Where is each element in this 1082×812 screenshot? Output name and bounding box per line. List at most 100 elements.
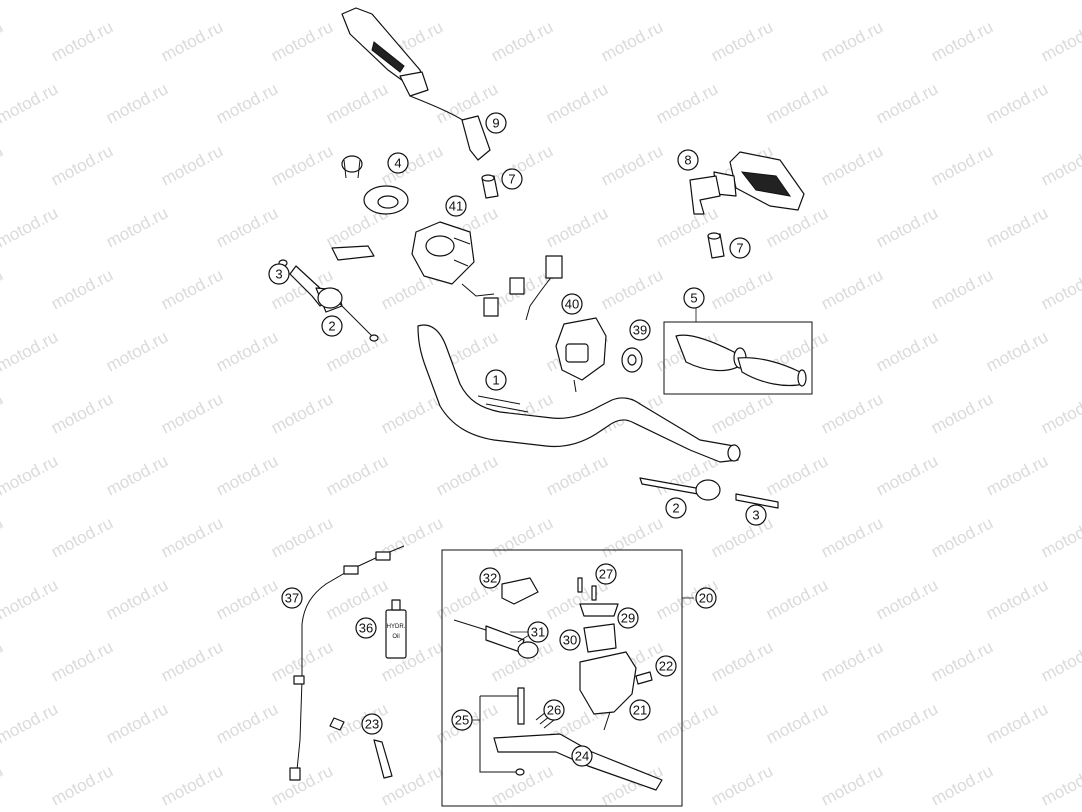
watermark-text: motod.ru xyxy=(983,327,1051,375)
watermark-text: motod.ru xyxy=(158,141,226,189)
callout-c20: 20 xyxy=(695,587,717,609)
watermark-text: motod.ru xyxy=(598,141,666,189)
watermark-text: motod.ru xyxy=(323,451,391,499)
watermark-text: motod.ru xyxy=(818,17,886,65)
callout-circle xyxy=(617,607,639,629)
watermark-text: motod.ru xyxy=(213,79,281,127)
callout-number: 41 xyxy=(449,199,463,214)
callout-circle xyxy=(321,315,343,337)
watermark-text: motod.ru xyxy=(1038,141,1082,189)
callout-circle xyxy=(561,293,583,315)
watermark-text: motod.ru xyxy=(873,575,941,623)
fitting-23 xyxy=(329,717,393,779)
bottle-label-1: HYDR. xyxy=(387,624,406,630)
watermark-text: motod.ru xyxy=(1038,265,1082,313)
watermark-text: motod.ru xyxy=(818,141,886,189)
watermark-text: motod.ru xyxy=(48,513,116,561)
watermark-text: motod.ru xyxy=(873,203,941,251)
callout-c21: 21 xyxy=(629,699,651,721)
callout-number: 7 xyxy=(508,172,515,187)
watermark-text: motod.ru xyxy=(1038,513,1082,561)
watermark-text: motod.ru xyxy=(433,0,501,4)
watermark-text: motod.ru xyxy=(0,637,6,685)
watermark-text: motod.ru xyxy=(818,637,886,685)
callout-c24: 24 xyxy=(571,745,593,767)
watermark-text: motod.ru xyxy=(763,0,831,4)
callout-number: 8 xyxy=(684,153,691,168)
callout-c8: 8 xyxy=(677,149,699,171)
watermark-text: motod.ru xyxy=(268,141,336,189)
callout-number: 5 xyxy=(690,291,697,306)
callout-number: 1 xyxy=(492,373,499,388)
callout-number: 27 xyxy=(599,567,613,582)
watermark-text: motod.ru xyxy=(708,513,776,561)
watermark-text: motod.ru xyxy=(708,637,776,685)
watermark-text: motod.ru xyxy=(323,79,391,127)
callout-number: 30 xyxy=(563,633,577,648)
watermark-text: motod.ru xyxy=(0,513,6,561)
callout-circle xyxy=(527,621,549,643)
callout-circle xyxy=(268,263,290,285)
watermark-text: motod.ru xyxy=(0,575,61,623)
callout-c41: 41 xyxy=(445,195,467,217)
watermark-text: motod.ru xyxy=(983,575,1051,623)
callout-circle xyxy=(677,149,699,171)
callout-c3a: 3 xyxy=(268,263,290,285)
callout-c32: 32 xyxy=(479,567,501,589)
watermark-text: motod.ru xyxy=(928,761,996,809)
watermark-text: motod.ru xyxy=(48,637,116,685)
watermark-text: motod.ru xyxy=(983,699,1051,747)
watermark-text: motod.ru xyxy=(103,327,171,375)
master-cylinder-kit-20 xyxy=(441,549,683,807)
callout-c30: 30 xyxy=(559,629,581,651)
callout-circle xyxy=(559,629,581,651)
watermark-text: motod.ru xyxy=(48,141,116,189)
callout-circle xyxy=(665,497,687,519)
watermark-text: motod.ru xyxy=(158,389,226,437)
watermark-text: motod.ru xyxy=(818,761,886,809)
watermark-text: motod.ru xyxy=(873,327,941,375)
watermark-text: motod.ru xyxy=(818,265,886,313)
watermark-text: motod.ru xyxy=(543,79,611,127)
callout-c9: 9 xyxy=(485,112,507,134)
watermark-text: motod.ru xyxy=(708,761,776,809)
callout-number: 22 xyxy=(659,659,673,674)
callout-number: 4 xyxy=(394,156,401,171)
callout-circle xyxy=(543,699,565,721)
callout-circle xyxy=(629,699,651,721)
watermark-text: motod.ru xyxy=(0,761,6,809)
callout-number: 3 xyxy=(275,267,282,282)
mirror-cap-7b xyxy=(707,232,725,259)
watermark-text: motod.ru xyxy=(158,265,226,313)
watermark-text: motod.ru xyxy=(48,17,116,65)
watermark-text: motod.ru xyxy=(0,451,61,499)
watermark-text: motod.ru xyxy=(598,17,666,65)
callout-number: 24 xyxy=(575,749,589,764)
watermark-text: motod.ru xyxy=(103,0,171,4)
watermark-text: motod.ru xyxy=(928,265,996,313)
callout-c23: 23 xyxy=(361,713,383,735)
throttle-ring-4 xyxy=(341,155,409,215)
watermark-text: motod.ru xyxy=(268,513,336,561)
watermark-text: motod.ru xyxy=(598,513,666,561)
watermark-text: motod.ru xyxy=(983,203,1051,251)
watermark-text: motod.ru xyxy=(213,575,281,623)
watermark-text: motod.ru xyxy=(488,513,556,561)
watermark-text: motod.ru xyxy=(983,0,1051,4)
mirror-cap-7a xyxy=(481,174,499,199)
watermark-text: motod.ru xyxy=(213,203,281,251)
callout-number: 25 xyxy=(455,713,469,728)
callout-number: 32 xyxy=(483,571,497,586)
watermark-text: motod.ru xyxy=(0,141,6,189)
watermark-text: motod.ru xyxy=(488,17,556,65)
callout-c39: 39 xyxy=(629,319,651,341)
callout-c31: 31 xyxy=(527,621,549,643)
watermark-text: motod.ru xyxy=(158,17,226,65)
callout-layer: 1223345778920212223242526272930313236373… xyxy=(268,112,767,767)
watermark-text: motod.ru xyxy=(653,0,721,4)
callout-c29: 29 xyxy=(617,607,639,629)
watermark-text: motod.ru xyxy=(983,451,1051,499)
callout-c36: 36 xyxy=(355,617,377,639)
callout-number: 39 xyxy=(633,323,647,338)
callout-number: 29 xyxy=(621,611,635,626)
